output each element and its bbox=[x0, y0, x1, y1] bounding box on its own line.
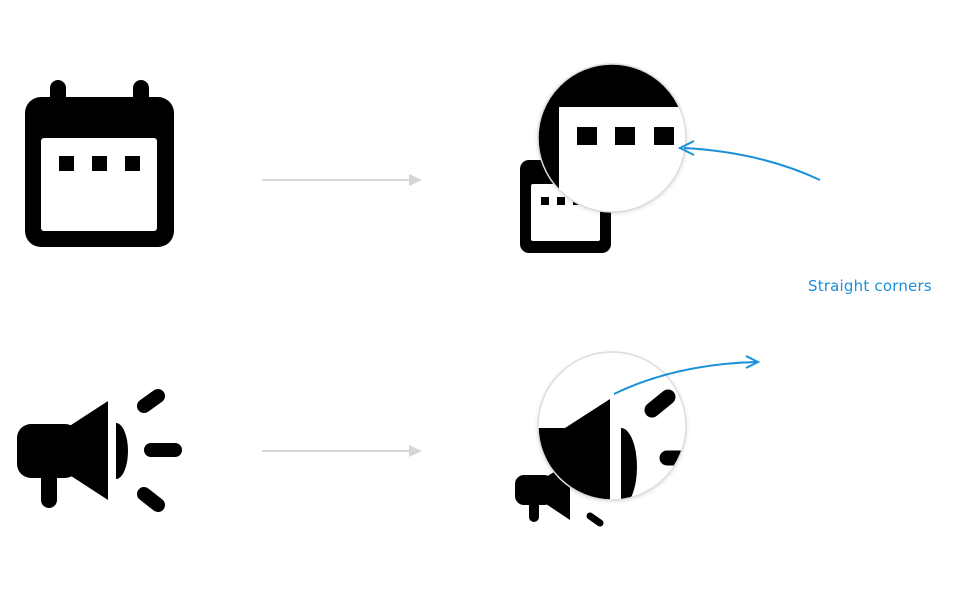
annotation-arrow-top bbox=[677, 140, 821, 181]
process-arrow-top bbox=[262, 174, 422, 186]
megaphone-icon bbox=[17, 389, 182, 512]
calendar-icon bbox=[25, 80, 174, 247]
process-arrow-bottom bbox=[262, 445, 422, 457]
annotation-label: Straight corners bbox=[808, 277, 932, 295]
annotation-arrow-bottom bbox=[613, 355, 761, 395]
